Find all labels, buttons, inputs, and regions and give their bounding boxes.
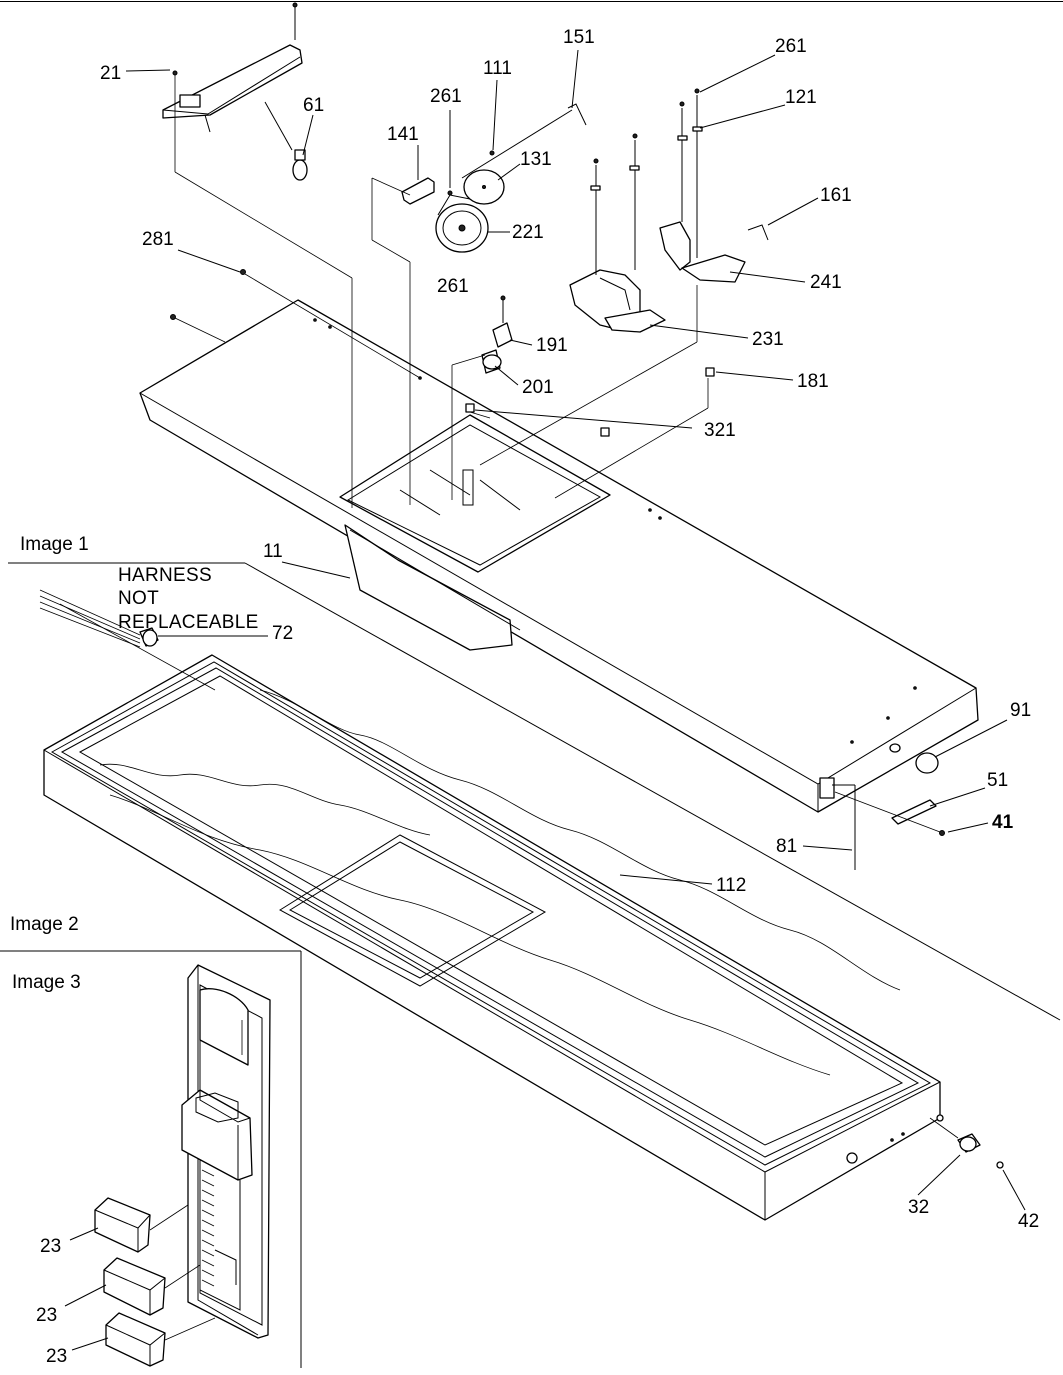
harness-note-line2: NOT: [118, 588, 159, 609]
light-bulb-61: [264, 101, 308, 181]
harness-note-line3: REPLACEABLE: [118, 612, 259, 633]
callout-112: 112: [716, 875, 746, 896]
harness-connector-72: [39, 589, 159, 648]
callout-72: 72: [272, 623, 293, 644]
section-label-image3: Image 3: [12, 972, 81, 993]
section-dividers: [0, 562, 1061, 1368]
harness-note-line1: HARNESS: [118, 565, 212, 586]
callout-23-c: 23: [46, 1346, 67, 1367]
paddle-241: [659, 88, 769, 283]
callout-121: 121: [785, 87, 817, 108]
actuator-231: [569, 133, 666, 333]
bracket-141: [401, 177, 435, 205]
door-liner-frame: [43, 654, 944, 1221]
motor-221: [435, 190, 489, 253]
callout-261-b: 261: [775, 36, 807, 57]
callout-42: 42: [1018, 1211, 1039, 1232]
callout-261-c: 261: [437, 276, 469, 297]
callout-141: 141: [387, 124, 419, 145]
callout-131: 131: [520, 149, 552, 170]
callout-81: 81: [776, 836, 797, 857]
light-cover-21: [162, 2, 303, 133]
image3-door-assembly: [181, 964, 271, 1339]
hinge-32: [957, 1133, 1004, 1169]
door-foam-body: [139, 299, 979, 813]
callout-321: 321: [704, 420, 736, 441]
assembly-lines: [59, 75, 959, 1139]
callout-161: 161: [820, 185, 852, 206]
callout-261-a: 261: [430, 86, 462, 107]
callout-41: 41: [992, 812, 1014, 833]
callout-11: 11: [263, 541, 283, 562]
callout-231: 231: [752, 329, 784, 350]
callout-91: 91: [1010, 700, 1031, 721]
callout-23-b: 23: [36, 1305, 57, 1326]
callout-281: 281: [142, 229, 174, 250]
callout-191: 191: [536, 335, 568, 356]
callout-111: 111: [483, 58, 512, 79]
callout-labels: 21 61 111 151 261 261 121 141 131 221 16…: [36, 27, 1039, 1367]
leader-lines: [64, 49, 1026, 1351]
section-label-image1: Image 1: [20, 534, 89, 555]
callout-241: 241: [810, 272, 842, 293]
callout-61: 61: [303, 95, 324, 116]
callout-151: 151: [563, 27, 595, 48]
callout-32: 32: [908, 1197, 929, 1218]
nozzle-201: [481, 349, 502, 374]
callout-51: 51: [987, 770, 1008, 791]
door-bins-23: [94, 1197, 216, 1367]
disc-131: [463, 169, 505, 205]
callout-21: 21: [100, 63, 121, 84]
small-fasteners: [170, 269, 715, 437]
clip-191: [492, 295, 513, 348]
callout-201: 201: [522, 377, 554, 398]
callout-221: 221: [512, 222, 544, 243]
callout-23-a: 23: [40, 1236, 61, 1257]
section-label-image2: Image 2: [10, 914, 79, 935]
rod-111: [461, 103, 587, 179]
callout-181: 181: [797, 371, 829, 392]
